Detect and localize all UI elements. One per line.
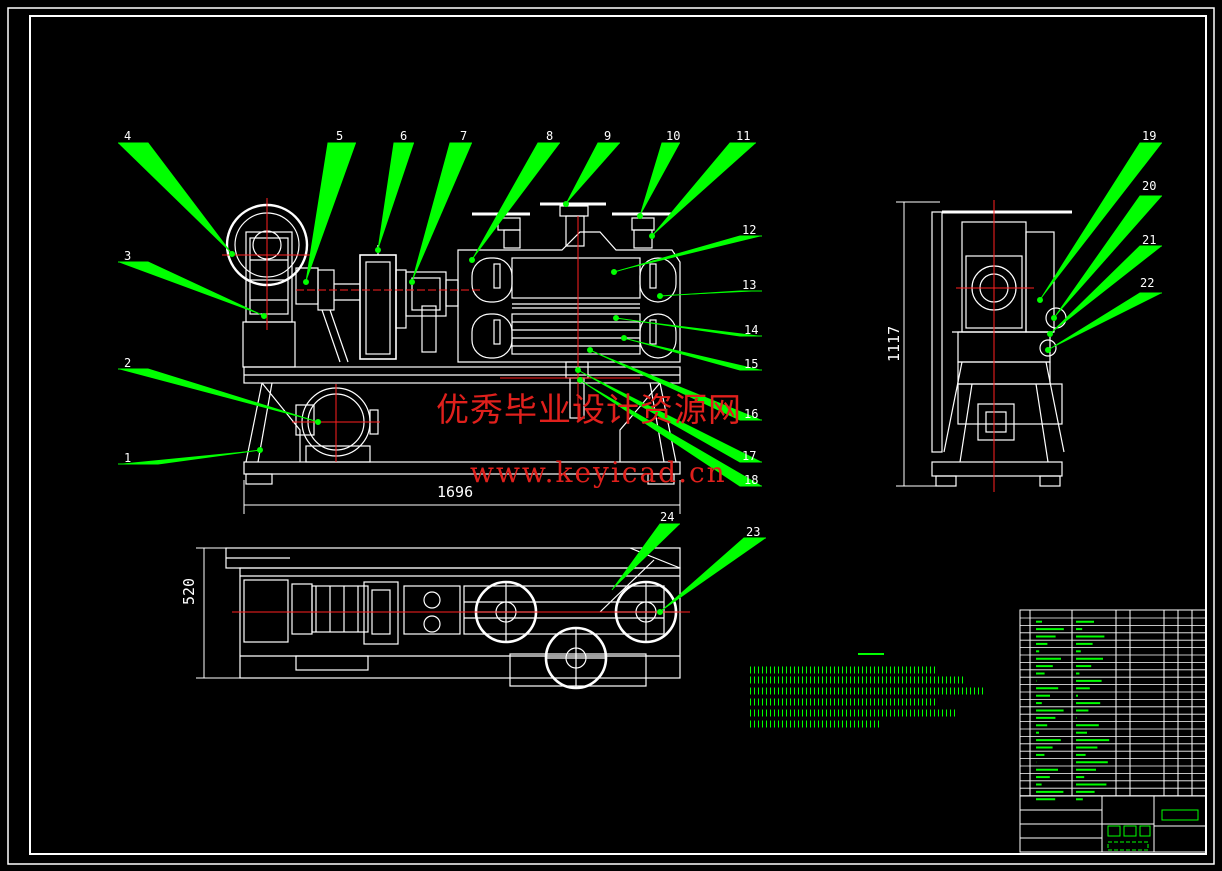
leader-lines — [118, 142, 1162, 615]
top-view — [225, 547, 681, 690]
front-centerlines — [222, 198, 640, 462]
watermark-title: 优秀毕业设计资源网 — [436, 390, 742, 429]
label-17: 17 — [742, 449, 757, 463]
front-view — [225, 202, 681, 485]
watermark-url: www.keyicad.cn — [470, 456, 727, 489]
label-10: 10 — [666, 129, 681, 143]
label-23: 23 — [746, 525, 761, 539]
dimension-1696 — [243, 480, 681, 514]
label-13: 13 — [742, 278, 757, 292]
dimension-1117 — [896, 201, 940, 487]
label-22: 22 — [1140, 276, 1155, 290]
dimension-text-width: 520 — [180, 577, 198, 605]
label-14: 14 — [744, 323, 759, 337]
dimension-text-length: 1696 — [437, 483, 474, 501]
label-5: 5 — [336, 129, 344, 143]
label-15: 15 — [744, 357, 759, 371]
label-18: 18 — [744, 473, 759, 487]
label-12: 12 — [742, 223, 757, 237]
title-block — [1019, 795, 1207, 853]
outer-border — [7, 7, 1215, 865]
label-20: 20 — [1142, 179, 1157, 193]
label-21: 21 — [1142, 233, 1157, 247]
label-9: 9 — [604, 129, 612, 143]
label-2: 2 — [124, 356, 132, 370]
parts-list — [1019, 609, 1207, 797]
label-11: 11 — [736, 129, 751, 143]
parts-list-rows — [1020, 617, 1206, 801]
label-6: 6 — [400, 129, 408, 143]
inner-border — [29, 15, 1207, 855]
side-centerlines — [956, 200, 1034, 492]
dimension-520 — [196, 547, 240, 679]
label-24: 24 — [660, 510, 675, 524]
side-view — [931, 210, 1072, 487]
label-8: 8 — [546, 129, 554, 143]
label-1: 1 — [124, 451, 132, 465]
label-3: 3 — [124, 249, 132, 263]
label-19: 19 — [1142, 129, 1157, 143]
technical-notes — [750, 653, 986, 728]
label-7: 7 — [460, 129, 468, 143]
label-16: 16 — [744, 407, 759, 421]
dimension-text-height: 1117 — [885, 325, 903, 362]
label-4: 4 — [124, 129, 132, 143]
